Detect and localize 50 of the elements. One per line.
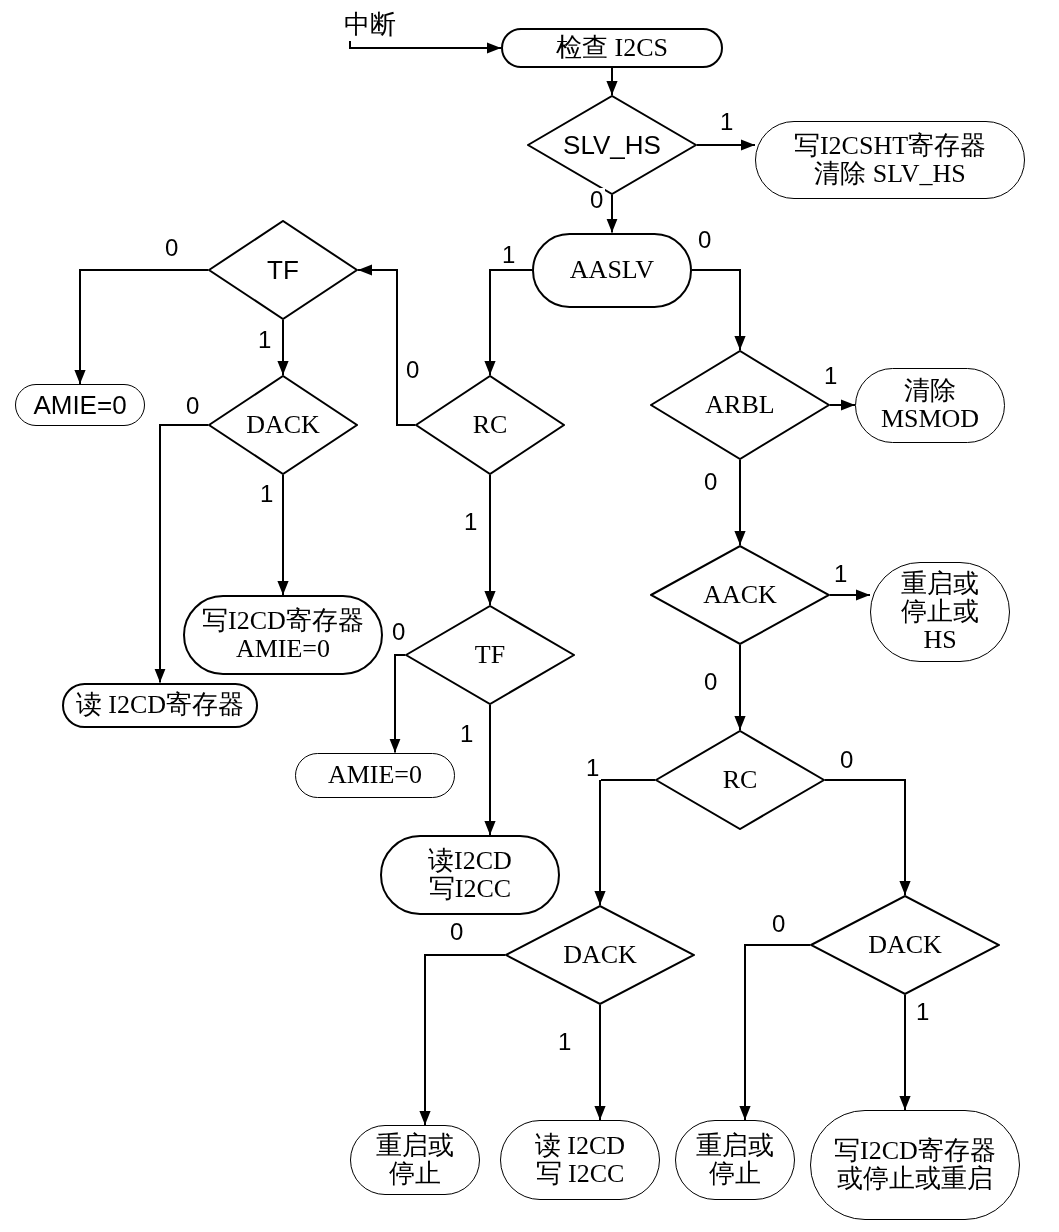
arrow bbox=[277, 319, 289, 376]
arrow bbox=[829, 589, 871, 601]
arrow bbox=[739, 944, 811, 1121]
rounded-box-label: AMIE=0 bbox=[327, 760, 423, 790]
diamond-label: RC bbox=[722, 765, 758, 795]
arrow bbox=[594, 1004, 606, 1121]
rounded-box-label: 重启或停止 bbox=[695, 1131, 775, 1189]
rounded-box-label: 写I2CSHT寄存器清除 SLV_HS bbox=[792, 131, 988, 189]
arrow bbox=[484, 704, 496, 836]
diamond-label: TF bbox=[474, 640, 506, 670]
rounded-box-label: 写I2CD寄存器或停止或重启 bbox=[833, 1136, 997, 1194]
arrow bbox=[594, 779, 656, 906]
arrow bbox=[696, 139, 756, 151]
diamond-label: RC bbox=[472, 410, 508, 440]
diamond-label: DACK bbox=[246, 410, 320, 440]
arrow bbox=[606, 67, 618, 96]
arrow bbox=[899, 994, 911, 1111]
arrow bbox=[606, 194, 618, 234]
diamond-label: ARBL bbox=[705, 390, 775, 420]
rounded-box-label: 读I2CD 写I2CC bbox=[427, 846, 513, 904]
arrow bbox=[389, 654, 406, 754]
rounded-box-label: AASLV bbox=[569, 255, 655, 285]
arrow bbox=[419, 954, 506, 1126]
arrow bbox=[734, 459, 746, 546]
rounded-box-label: 检查 I2CS bbox=[556, 33, 668, 63]
diamond-label: TF bbox=[267, 255, 299, 285]
arrow bbox=[484, 474, 496, 606]
arrow bbox=[74, 269, 209, 385]
rounded-box-label: 读 I2CD 写 I2CC bbox=[533, 1131, 627, 1189]
diamond-label: SLV_HS bbox=[563, 130, 661, 160]
rounded-box-label: 重启或停止或 HS bbox=[900, 569, 980, 655]
rounded-box-label: AMIE=0 bbox=[33, 390, 127, 420]
diamond-label: DACK bbox=[868, 930, 942, 960]
start-label: 中断 bbox=[344, 10, 396, 40]
diamond-label: AACK bbox=[703, 580, 777, 610]
arrow bbox=[734, 644, 746, 731]
arrow bbox=[349, 40, 502, 54]
arrow bbox=[277, 474, 289, 596]
rounded-box-label: 读 I2CD寄存器 bbox=[75, 690, 245, 720]
diamond-label: DACK bbox=[563, 940, 637, 970]
arrow bbox=[357, 264, 416, 426]
arrow bbox=[484, 269, 533, 376]
rounded-box-label: 重启或停止 bbox=[375, 1131, 455, 1189]
arrow bbox=[824, 779, 911, 896]
edge-label: 1 bbox=[584, 756, 602, 780]
arrow bbox=[829, 399, 856, 411]
rounded-box-label: 清除 MSMOD bbox=[879, 376, 981, 434]
arrow bbox=[154, 424, 209, 684]
arrow bbox=[691, 269, 746, 351]
rounded-box-label: 写I2CD寄存器 AMIE=0 bbox=[201, 606, 365, 664]
